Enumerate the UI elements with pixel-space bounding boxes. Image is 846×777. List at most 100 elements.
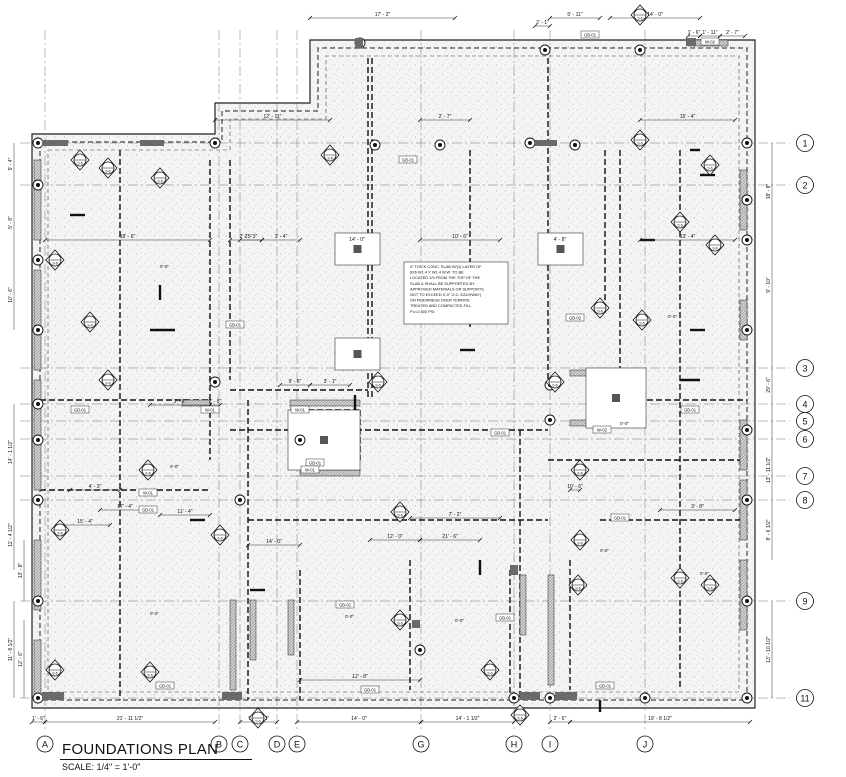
dim-interior-2-tick-b xyxy=(732,117,738,123)
dim-interior-4-tick-b xyxy=(497,237,503,243)
dim-interior-10: 21' - 6" xyxy=(442,534,458,540)
pier-core-3 xyxy=(528,141,532,145)
dim-interior-5-tick-a xyxy=(637,237,643,243)
dim-interior-19-tick-a xyxy=(67,487,73,493)
stem-wall-3 xyxy=(33,539,42,611)
dim-interior-15: 2' - 8" xyxy=(209,399,222,405)
dim-interior-6-tick-b xyxy=(297,542,303,548)
dim-top-3: 14' - 0" xyxy=(647,12,663,18)
beam-tag-3: GB-01 xyxy=(494,431,507,436)
dim-bottom-2-tick-a xyxy=(237,719,243,725)
pier-core-16 xyxy=(238,498,242,502)
grid-bubble-label-5: 5 xyxy=(802,417,807,427)
dim-bottom-1-tick-b xyxy=(212,719,218,725)
grid-bubble-label-H: H xyxy=(511,740,518,750)
dim-top-1-tick-b xyxy=(547,23,553,29)
dim-bottom-0-tick-a xyxy=(29,719,35,725)
beam-tag-0: GB-01 xyxy=(402,158,415,163)
pier-core-12 xyxy=(36,498,40,502)
section-marker-label-20: S-6 xyxy=(677,224,683,228)
grid-bubble-label-B: B xyxy=(216,740,222,750)
pier-core-10 xyxy=(36,402,40,406)
pilaster-5 xyxy=(42,692,64,700)
dim-interior-16: 2' - 5" xyxy=(240,234,253,240)
slab-note-line-1: 6X6 W1.4 X W1.4 W.W. TO BE xyxy=(410,270,464,275)
dim-interior-9: 7' - 2" xyxy=(449,512,462,518)
grid-bubble-8 xyxy=(796,491,814,509)
pier-core-19 xyxy=(512,696,516,700)
beam-tag-box-12 xyxy=(565,313,585,322)
dim-interior-17-tick-b xyxy=(297,237,303,243)
dim-interior-11-tick-a xyxy=(567,487,573,493)
section-marker-label-19: S-6 xyxy=(707,167,713,171)
beam-tag-box-8 xyxy=(155,681,175,690)
grid-bubble-label-C: C xyxy=(237,740,244,750)
dim-interior-7-tick-b xyxy=(417,677,423,683)
section-marker-label-30: S-6 xyxy=(397,622,403,626)
beam-tag-1: GB-01 xyxy=(584,33,597,38)
beam-tag-box-0 xyxy=(398,155,418,164)
dim-interior-3: 18' - 6" xyxy=(120,234,136,240)
beam-tag-box-20 xyxy=(592,425,612,434)
dim-bottom-0: 1' - 6" xyxy=(32,716,45,722)
grid-bubble-label-A: A xyxy=(42,740,48,750)
dim-top-4: 1' - 6" xyxy=(688,30,701,36)
section-marker-label-24: S-6 xyxy=(487,672,493,676)
pier-core-28 xyxy=(745,696,749,700)
dim-left-1: 5' - 8" xyxy=(8,216,14,229)
elevation-callout-7: 0'-0" xyxy=(700,571,709,576)
dim-interior-10-tick-a xyxy=(417,537,423,543)
dim-interior-19: 4' - 3" xyxy=(89,484,102,490)
drawing-title: FOUNDATIONS PLAN xyxy=(62,741,219,758)
section-marker-label-12: S-6 xyxy=(375,384,381,388)
stem-wall-8 xyxy=(739,479,748,541)
beam-tag-19: W-02 xyxy=(705,40,716,45)
stem-wall-12 xyxy=(287,599,295,656)
beam-tag-box-2 xyxy=(70,405,90,414)
pier-core-26 xyxy=(745,498,749,502)
beam-tag-box-14 xyxy=(225,320,245,329)
dim-interior-13-tick-a xyxy=(307,382,313,388)
dim-left-5: 11' - 8 1/2" xyxy=(8,638,14,662)
dim-interior-4-tick-a xyxy=(417,237,423,243)
section-marker-label-23: S-6 xyxy=(597,310,603,314)
section-marker-label-13: S-6 xyxy=(327,157,333,161)
section-marker-label-22: S-6 xyxy=(639,322,645,326)
pilaster-4 xyxy=(686,38,696,46)
stem-wall-1 xyxy=(33,269,42,371)
dim-left-0: 5' - 4" xyxy=(8,157,14,170)
grid-bubble-label-I: I xyxy=(549,740,552,750)
dim-interior-6: 14' - 0" xyxy=(266,539,282,545)
elevation-callout-2: 0'-0" xyxy=(620,421,629,426)
dim-left-2: 10' - 6" xyxy=(8,287,14,303)
section-marker-label-2: S-6 xyxy=(157,180,163,184)
dim-left-6: 13' - 8" xyxy=(18,563,24,579)
dim-bottom-2-tick-b xyxy=(274,719,280,725)
grid-bubble-H xyxy=(505,735,523,753)
dim-top-5: 1' - 11" xyxy=(702,30,717,36)
pier-core-18 xyxy=(418,648,422,652)
section-marker-label-9: S-6 xyxy=(147,674,153,678)
grid-bubble-label-7: 7 xyxy=(802,472,807,482)
section-marker-label-16: S-6 xyxy=(575,587,581,591)
dim-interior-5-tick-b xyxy=(732,237,738,243)
dim-bottom-6: 19' - 8 1/2" xyxy=(648,716,672,722)
grid-bubble-label-G: G xyxy=(417,740,424,750)
beam-tag-box-6 xyxy=(335,600,355,609)
slab-note-line-2: LOCATED 1/3 FROM THE TOP OF THE xyxy=(410,275,480,280)
dim-interior-18-tick-a xyxy=(237,237,243,243)
elevation-callout-6: 0'-0" xyxy=(455,618,464,623)
dim-interior-2-tick-a xyxy=(637,117,643,123)
stem-wall-6 xyxy=(739,299,748,341)
dim-top-4-tick-a xyxy=(685,33,691,39)
pier-core-0 xyxy=(36,141,40,145)
dim-right-4: 8' - 6 1/2" xyxy=(766,519,772,540)
grid-bubble-E xyxy=(288,735,306,753)
beam-tag-2: GB-01 xyxy=(74,408,87,413)
dim-interior-17: 1' - 4" xyxy=(275,234,288,240)
pier-footing-size-0: 14' - 0" xyxy=(349,237,365,243)
dim-top-1-tick-a xyxy=(532,23,538,29)
dim-interior-3-tick-b xyxy=(207,237,213,243)
dim-bottom-6-tick-b xyxy=(747,719,753,725)
